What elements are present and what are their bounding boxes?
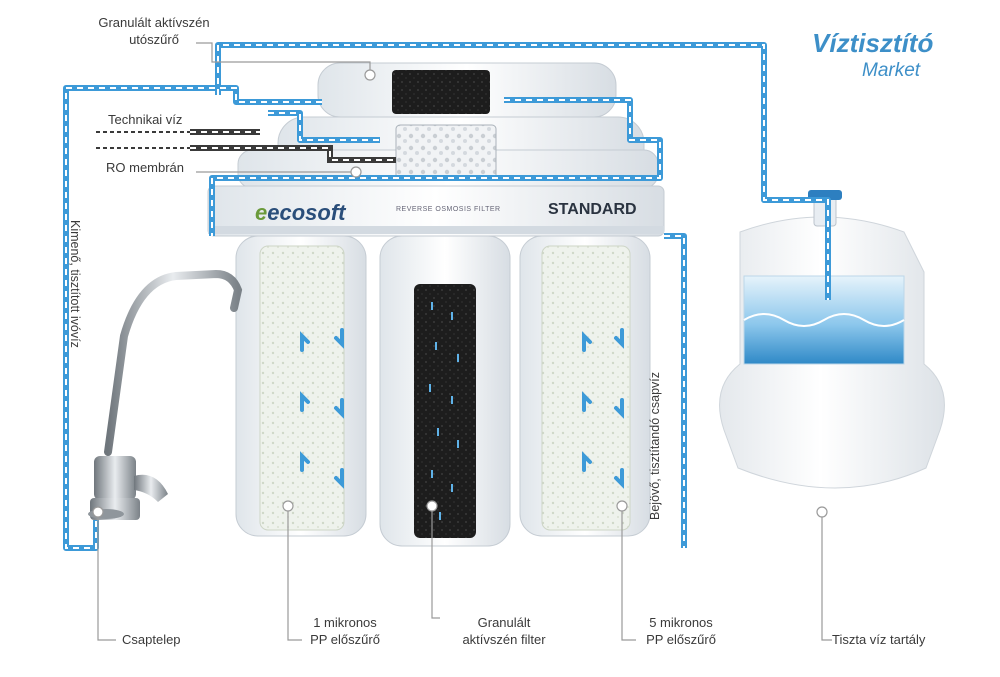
faucet-label: Csaptelep [122, 632, 181, 647]
pp1-filter-label-line1: 1 mikronos [313, 615, 377, 630]
tank-label: Tiszta víz tartály [832, 632, 926, 647]
post-carbon-filter-housing [317, 62, 617, 118]
brand-name: eecosoft [255, 200, 346, 225]
outlet-water-label: Kimenő, tisztított ivóvíz [68, 220, 82, 348]
waste-water-dashes [190, 131, 396, 161]
pp-1-micron-cartridge [235, 235, 367, 537]
unit-subtitle: REVERSE OSMOSIS FILTER [396, 206, 501, 213]
post-carbon-filter-label: Granulált aktívszén utószűrő [84, 14, 224, 48]
ro-membrane-label: RO membrán [106, 160, 185, 175]
leader-dots [92, 69, 828, 518]
pp5-filter-label-line1: 5 mikronos [649, 615, 713, 630]
carbon-filter-label-line1: Granulált [477, 615, 531, 630]
storage-tank [719, 190, 945, 489]
flow-arrows [300, 328, 624, 489]
logo-text-line2: Market [862, 60, 921, 81]
pp5-filter-label-line2: PP előszűrő [646, 632, 716, 647]
pp1-filter-label: 1 mikronos PP előszűrő [290, 614, 400, 648]
clean-water-dashes [65, 44, 829, 549]
pp5-filter-label: 5 mikronos PP előszűrő [626, 614, 736, 648]
post-carbon-filter-label-line2: utószűrő [129, 32, 179, 47]
leader-lines [97, 42, 832, 641]
post-carbon-filter-label-line1: Granulált aktívszén [98, 15, 210, 30]
carbon-filter-label-line2: aktívszén filter [462, 632, 546, 647]
carbon-block-cartridge [379, 235, 511, 547]
carbon-flow-arrows [429, 302, 459, 520]
logo-text-line1: Víztisztító [812, 28, 934, 58]
pp1-filter-label-line2: PP előszűrő [310, 632, 380, 647]
brand-name-text: ecosoft [267, 200, 346, 225]
carbon-filter-label: Granulált aktívszén filter [442, 614, 566, 648]
faucet-graphic [88, 269, 243, 520]
unit-model: STANDARD [548, 201, 637, 218]
pp-5-micron-cartridge [519, 235, 651, 537]
inlet-water-label: Bejövő, tisztítandó csapvíz [648, 372, 662, 520]
technical-water-label: Technikai víz [108, 112, 183, 127]
